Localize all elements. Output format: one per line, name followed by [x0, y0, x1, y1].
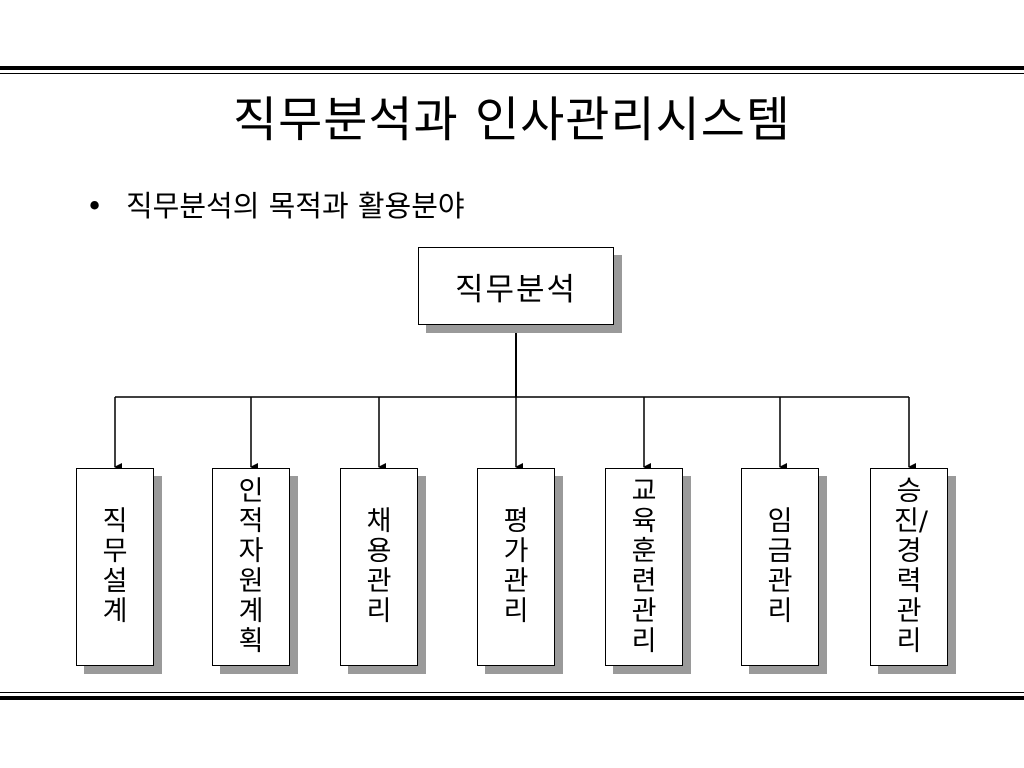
child-box-evaluation: 평가관리: [477, 468, 555, 666]
child-label: 평가관리: [503, 506, 529, 627]
child-box-training: 교육훈련관리: [605, 468, 683, 666]
child-box-hr-planning: 인적자원계획: [212, 468, 290, 666]
bullet-text: 직무분석의 목적과 활용분야: [126, 189, 465, 223]
slide-title: 직무분석과 인사관리시스템: [232, 92, 792, 148]
bullet-item: • 직무분석의 목적과 활용분야: [86, 186, 465, 226]
child-box-wage: 임금관리: [741, 468, 819, 666]
child-label: 교육훈련관리: [631, 476, 657, 657]
child-label: 승진/경력관리: [894, 476, 928, 657]
child-box-promotion-career: 승진/경력관리: [870, 468, 948, 666]
child-box-recruitment: 채용관리: [340, 468, 418, 666]
child-label: 인적자원계획: [238, 476, 264, 657]
child-label: 임금관리: [767, 506, 793, 627]
child-label: 채용관리: [366, 506, 392, 627]
child-box-job-design: 직무설계: [76, 468, 154, 666]
bullet-symbol: •: [86, 189, 104, 223]
root-label: 직무분석: [454, 271, 578, 308]
root-box: 직무분석: [418, 247, 614, 325]
child-label: 직무설계: [102, 506, 128, 627]
